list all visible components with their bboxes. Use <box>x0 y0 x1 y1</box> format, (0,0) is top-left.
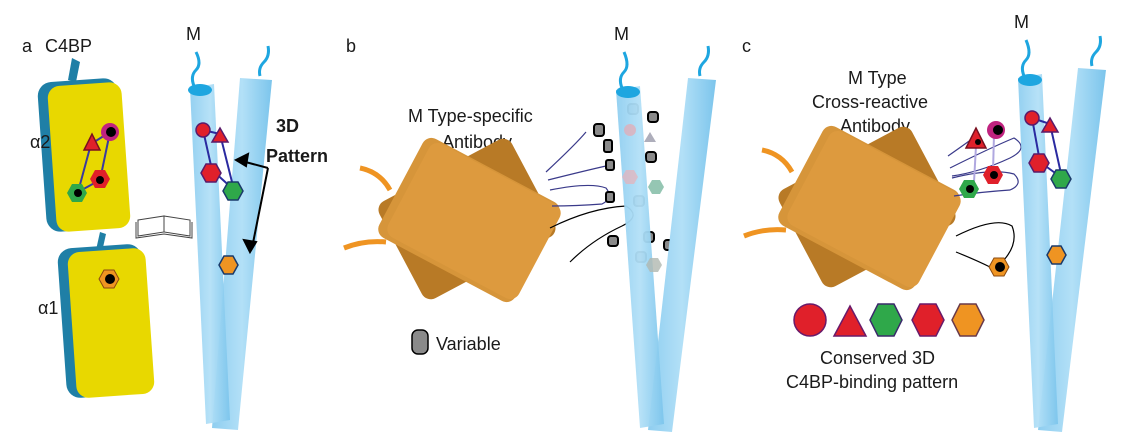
antibody-paratope-c <box>959 121 1010 277</box>
m-protein-a <box>188 45 272 430</box>
c4bp-alpha2-domain <box>37 58 131 232</box>
m-binding-pattern-c <box>1024 110 1072 265</box>
pattern-arrows <box>233 152 269 255</box>
open-book-icon <box>135 215 193 239</box>
m-label-b: M <box>614 24 629 44</box>
panel-b-letter: b <box>346 36 356 56</box>
conserved-legend-line2: C4BP-binding pattern <box>786 372 958 392</box>
antibody-c-line2: Cross-reactive <box>812 92 928 112</box>
m-protein-b <box>616 45 716 432</box>
alpha1-label: α1 <box>38 298 58 318</box>
pattern-label-line1: 3D <box>276 116 299 136</box>
legend-red-circle-icon <box>793 303 827 337</box>
panel-c-letter: c <box>742 36 751 56</box>
conserved-pattern-legend <box>793 303 985 337</box>
legend-red-hexagon-icon <box>911 303 945 337</box>
m-label-c: M <box>1014 12 1029 32</box>
legend-orange-hexagon-icon <box>951 303 985 337</box>
legend-green-hexagon-icon <box>869 303 903 337</box>
m-protein-c <box>1018 35 1106 432</box>
c4bp-binding-pattern <box>67 123 119 202</box>
legend-red-triangle-icon <box>832 304 868 337</box>
antibody-type-specific <box>343 137 561 303</box>
antibody-c-line3: Antibody <box>840 116 910 136</box>
antibody-c-line1: M Type <box>848 68 907 88</box>
panel-a-letter: a <box>22 36 33 56</box>
conserved-legend-line1: Conserved 3D <box>820 348 935 368</box>
variable-legend-label: Variable <box>436 334 501 354</box>
alpha2-label: α2 <box>30 132 50 152</box>
antibody-b-line1: M Type-specific <box>408 106 533 126</box>
panel-b: b M Type-specific Antibody <box>343 24 716 432</box>
pattern-label-line2: Pattern <box>266 146 328 166</box>
red-triangle-icon <box>82 132 102 151</box>
panel-a: a C4BP α2 <box>22 24 328 430</box>
c4bp-title: C4BP <box>45 36 92 56</box>
m-label-a: M <box>186 24 201 44</box>
antibody-cross-reactive <box>743 125 961 291</box>
m-binding-pattern-a <box>195 122 244 275</box>
c4bp-alpha1-domain <box>57 244 155 398</box>
panel-c: c M Type Cross-reactive Antibody <box>742 12 1106 432</box>
variable-legend-icon <box>411 329 429 355</box>
antibody-loops-b <box>545 131 634 263</box>
